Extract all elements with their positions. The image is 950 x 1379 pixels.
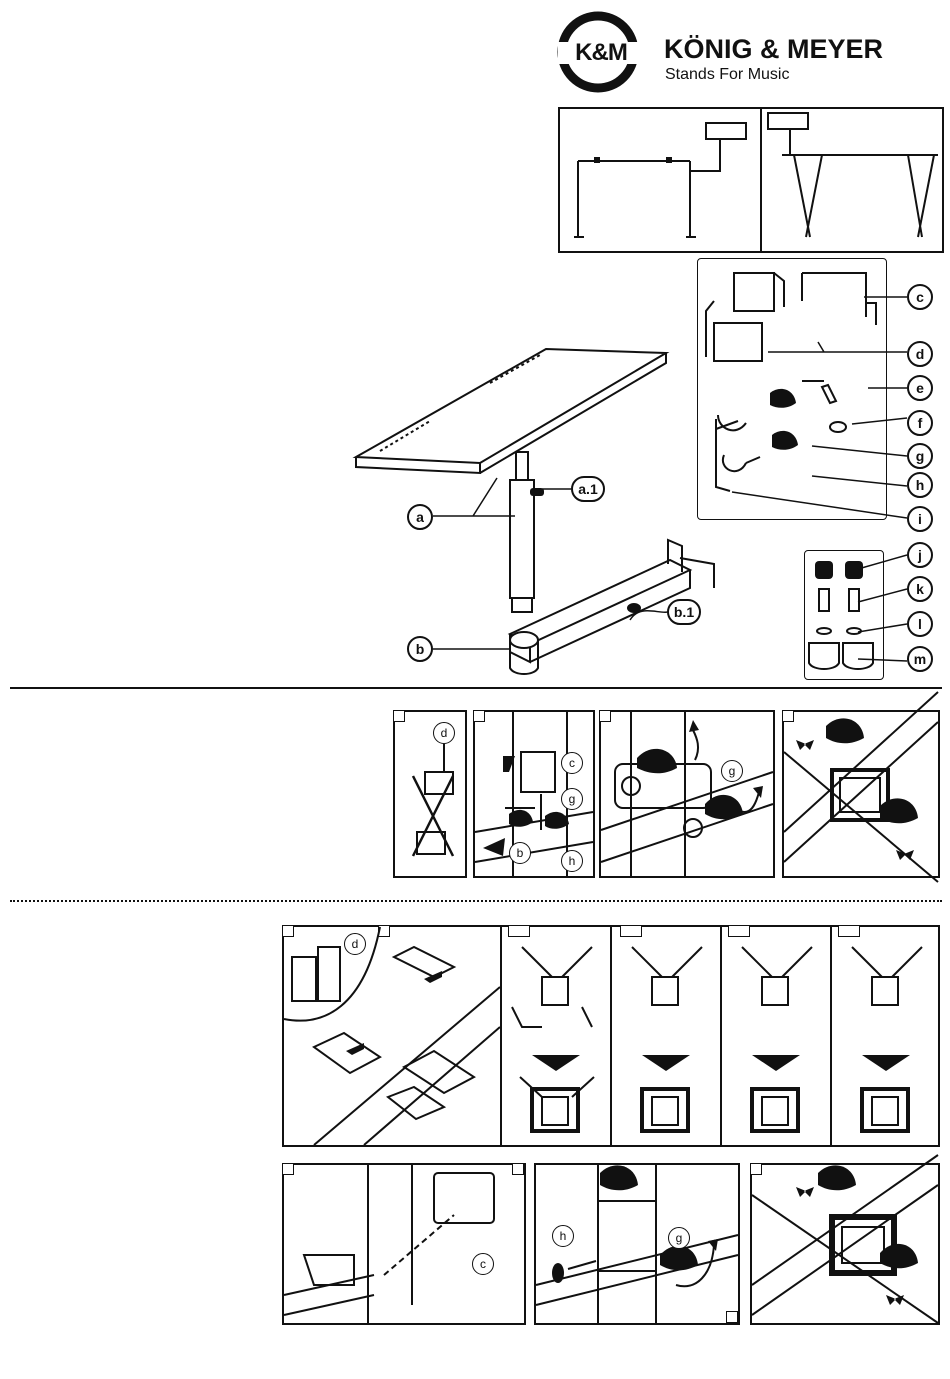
step1-h: h (561, 850, 583, 872)
callout-h: h (907, 472, 933, 498)
callout-k: k (907, 576, 933, 602)
leader-i (732, 490, 908, 520)
leader-m (858, 655, 908, 667)
leader-b1 (630, 604, 670, 624)
callout-f: f (907, 410, 933, 436)
step2-panel-2 (500, 925, 940, 1147)
callout-e: e (907, 375, 933, 401)
section-separator-dotted (10, 900, 942, 902)
step1-g2: g (721, 760, 743, 782)
leader-j (858, 551, 908, 571)
section-separator-solid (10, 687, 942, 689)
step1-panel-3: g (599, 710, 775, 878)
callout-a1: a.1 (571, 476, 605, 502)
leader-c (864, 293, 908, 301)
leader-d (768, 342, 908, 362)
step1-g: g (561, 788, 583, 810)
leader-e (868, 385, 908, 391)
step-checkbox (393, 710, 405, 722)
step1-b: b (509, 842, 531, 864)
bracket-orientation-icon (284, 927, 500, 1145)
leader-h (812, 474, 908, 488)
step1-c: c (561, 752, 583, 774)
step2-h: h (552, 1225, 574, 1247)
leader-g (812, 444, 908, 458)
step1-panel-2: c g b h (473, 710, 595, 878)
callout-j: j (907, 542, 933, 568)
leader-a (433, 478, 543, 518)
brand-logo: K&M KÖNIG & MEYER Stands For Music (556, 12, 941, 90)
stand-frame-icon (560, 109, 756, 251)
knob-tighten-icon (601, 712, 773, 876)
callout-g: g (907, 443, 933, 469)
leader-k (858, 586, 908, 606)
callout-b: b (407, 636, 433, 662)
step2-d: d (344, 933, 366, 955)
orientation-variants-icon (502, 927, 938, 1145)
callout-m: m (907, 646, 933, 672)
leader-f (852, 414, 908, 426)
step2-panel-3: c (282, 1163, 526, 1325)
step2-g: g (668, 1227, 690, 1249)
bracket-crossed-icon (395, 736, 465, 876)
step2-panel-5 (750, 1163, 940, 1325)
leader-b (433, 646, 513, 652)
callout-l: l (907, 611, 933, 637)
callout-b1: b.1 (667, 599, 701, 625)
brand-tagline: Stands For Music (665, 66, 789, 84)
overview-panel (558, 107, 944, 253)
step2-panel-4: h g (534, 1163, 740, 1325)
bracket-mount-icon (284, 1165, 524, 1323)
clamp-final-icon (752, 1165, 938, 1323)
stand-x-icon (762, 109, 946, 251)
step1-panel-4 (782, 710, 940, 878)
brand-name: KÖNIG & MEYER (664, 34, 883, 65)
arm-illustration (500, 530, 740, 690)
clamp-section-icon (784, 712, 938, 876)
callout-c: c (907, 284, 933, 310)
callout-i: i (907, 506, 933, 532)
step1-panel-1: d (393, 710, 467, 878)
logo-mark: K&M (558, 39, 644, 67)
callout-a: a (407, 504, 433, 530)
step2-panel-1: d (282, 925, 502, 1147)
leader-l (858, 620, 908, 640)
step2-c: c (472, 1253, 494, 1275)
callout-d: d (907, 341, 933, 367)
leader-a1 (542, 486, 572, 492)
